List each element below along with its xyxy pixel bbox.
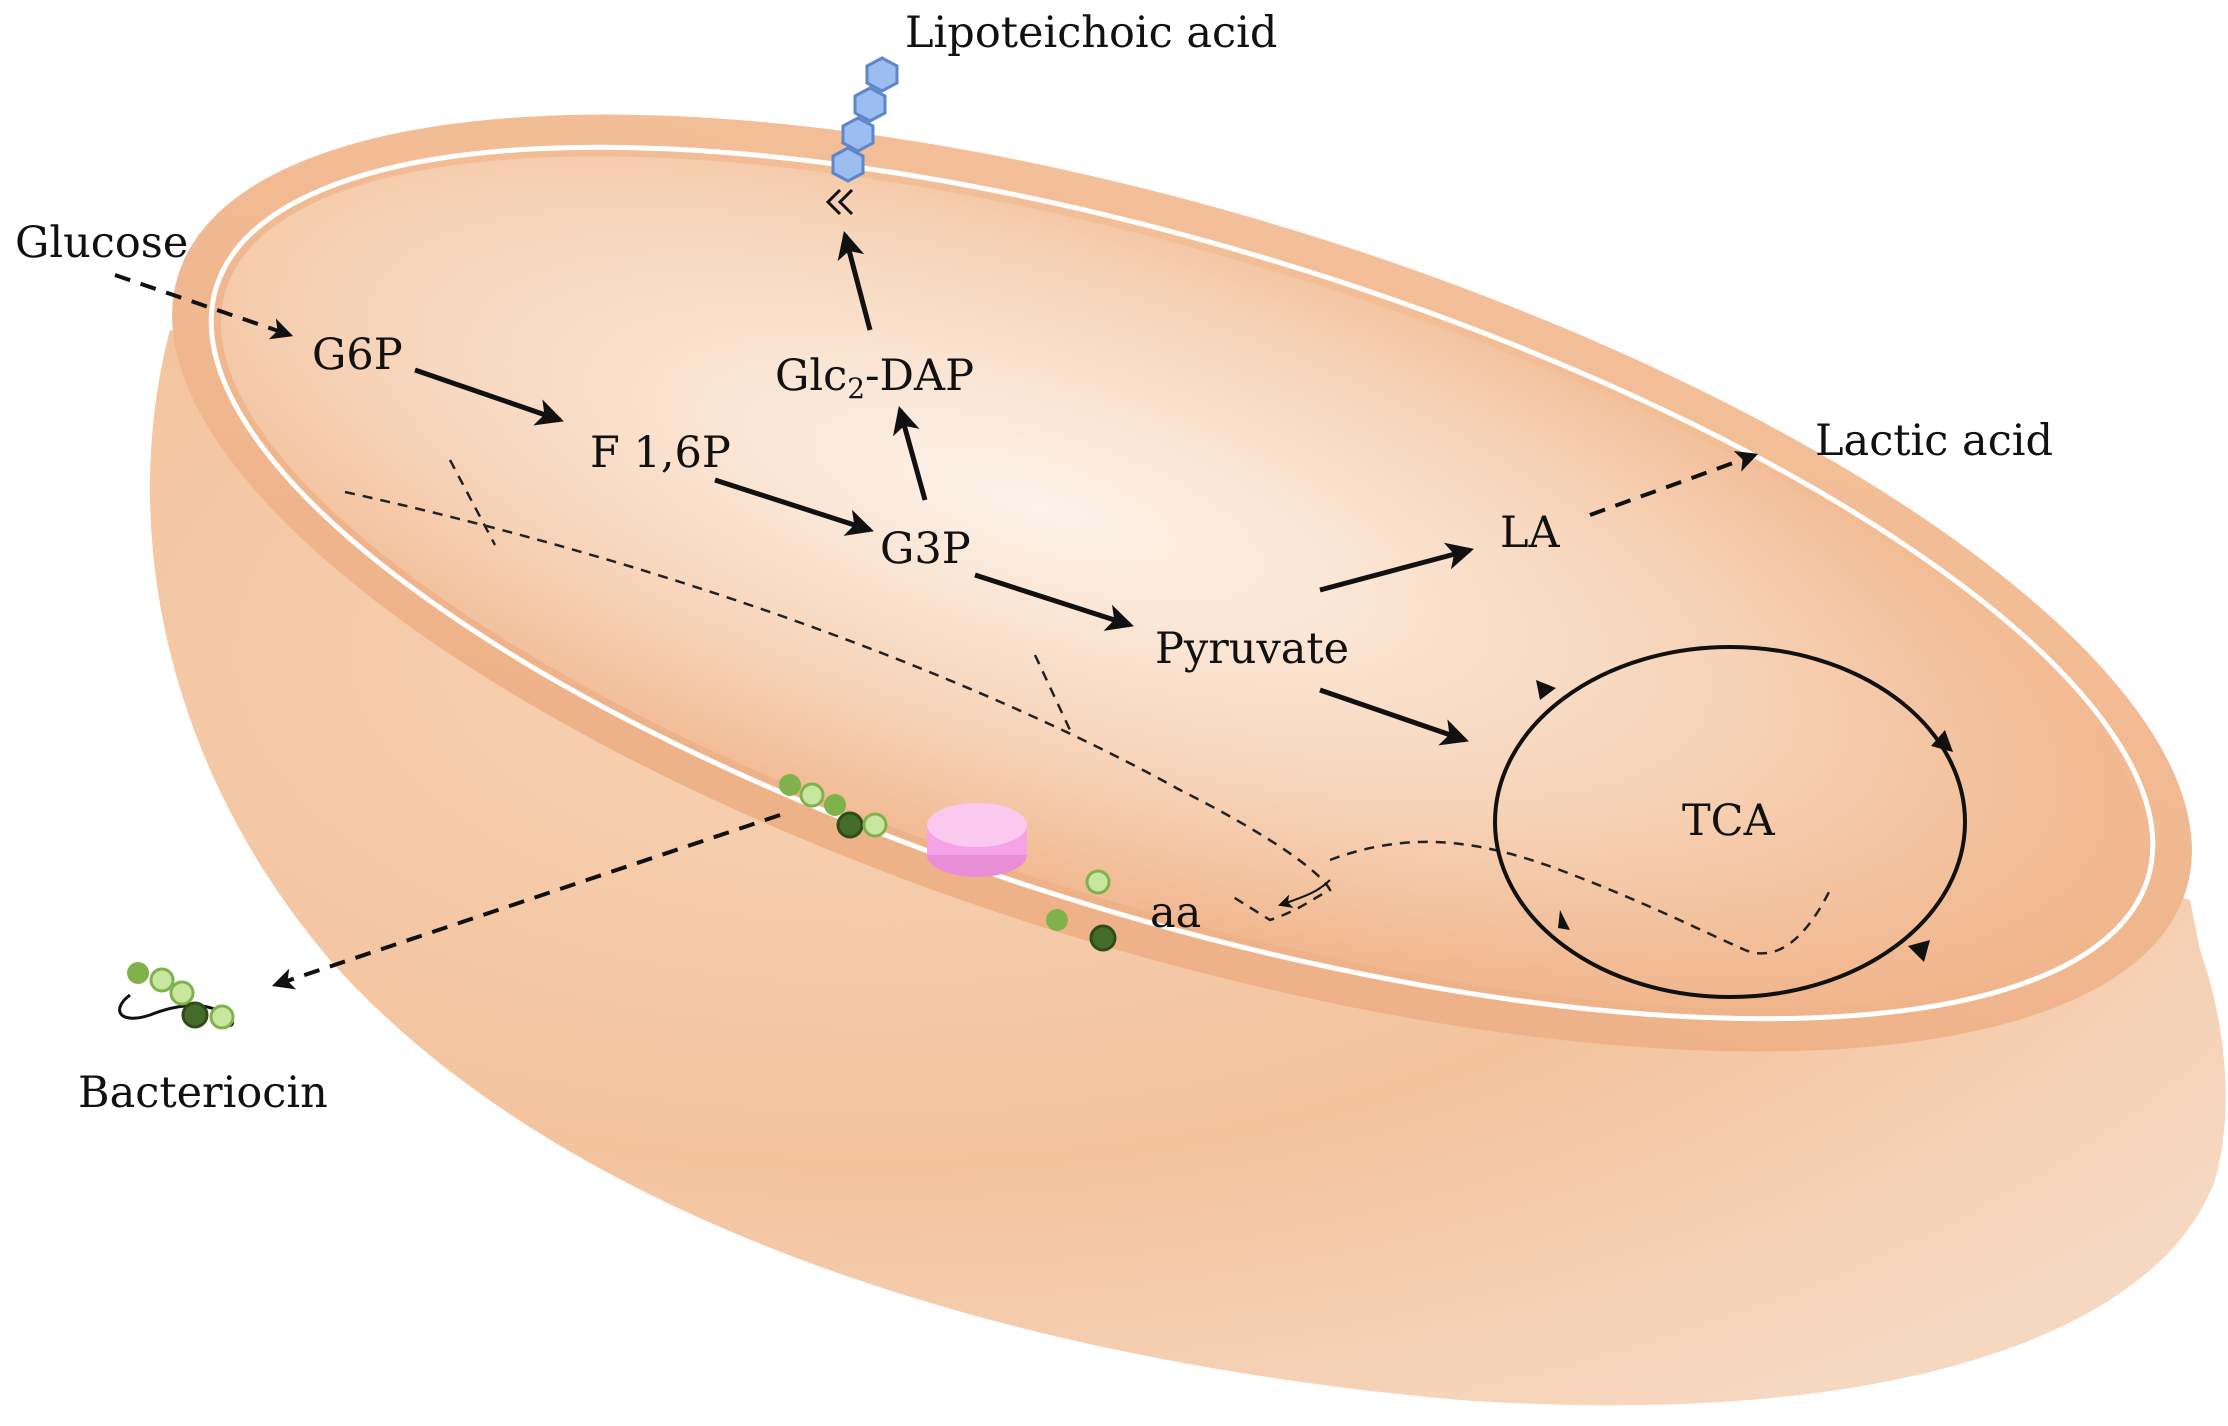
arrow-g3p-glc2dap xyxy=(893,406,928,501)
label-g6p: G6P xyxy=(312,330,403,380)
arrow-lactic-out xyxy=(1589,451,1759,517)
arrow-f16p-g3p xyxy=(714,477,874,536)
amino-acid-beads xyxy=(1046,869,1117,952)
lipid-anchor-icon xyxy=(825,188,854,216)
cell-body xyxy=(149,114,2226,1406)
arrow-bacteriocin-out xyxy=(271,813,781,990)
cell-membrane xyxy=(208,144,2156,1022)
arrow-g6p-f16p xyxy=(414,367,564,426)
arrow-pyruvate-tca xyxy=(1319,687,1469,746)
label-glucose: Glucose xyxy=(15,218,189,268)
ribosome-icon xyxy=(927,803,1027,877)
lipoteichoic-acid-hexagon-chain xyxy=(831,56,899,183)
transport-arrows xyxy=(114,273,1759,990)
label-aa: aa xyxy=(1150,888,1202,938)
arrow-g3p-pyruvate xyxy=(974,572,1134,631)
dna-strands xyxy=(344,459,1832,955)
bacteriocin-icon xyxy=(118,962,235,1030)
label-pyruvate: Pyruvate xyxy=(1155,624,1350,674)
label-la: LA xyxy=(1500,508,1560,558)
arrow-glucose-in xyxy=(114,273,294,340)
label-lipoteichoic-acid: Lipoteichoic acid xyxy=(905,8,1278,58)
tca-cycle xyxy=(1493,645,1967,999)
arrow-glc2dap-lta xyxy=(837,231,873,331)
label-bacteriocin: Bacteriocin xyxy=(78,1068,328,1118)
cell-interior xyxy=(220,156,2144,1010)
label-tca: TCA xyxy=(1682,796,1775,846)
arrow-to-aa xyxy=(1278,879,1331,908)
pathway-arrows xyxy=(414,231,1474,746)
peptide-chain-icon xyxy=(779,774,888,839)
label-f16p: F 1,6P xyxy=(590,428,731,478)
label-g3p: G3P xyxy=(880,524,971,574)
label-glc2-dap: Glc2-DAP xyxy=(775,351,975,405)
label-lactic-acid: Lactic acid xyxy=(1815,416,2054,466)
arrow-pyruvate-la xyxy=(1319,542,1474,593)
